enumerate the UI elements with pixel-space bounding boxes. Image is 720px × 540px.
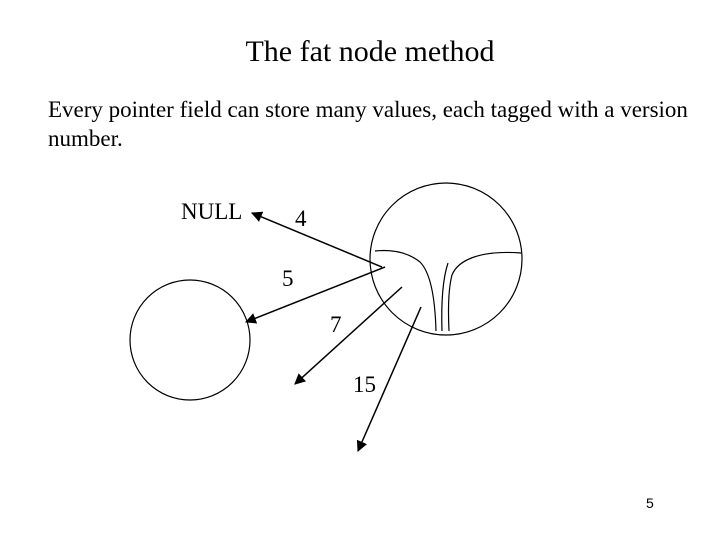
fat-node-circle — [369, 182, 523, 336]
null-label: NULL — [181, 199, 242, 224]
arrow-version-4 — [250, 211, 383, 268]
pointer-field-right-divider — [447, 251, 522, 332]
target-node-circle — [129, 279, 251, 401]
arrow-version-7 — [294, 286, 403, 385]
version-label-7: 7 — [330, 312, 342, 337]
version-label-4: 4 — [295, 206, 307, 231]
page-number: 5 — [646, 495, 654, 511]
slide-body-text: Every pointer field can store many value… — [48, 97, 688, 151]
pointer-field-left-divider — [374, 249, 437, 332]
slide-title: The fat node method — [245, 35, 495, 68]
version-label-5: 5 — [282, 266, 294, 291]
arrow-version-15 — [356, 306, 422, 453]
pointer-field-inner-line — [441, 262, 449, 332]
version-label-15: 15 — [353, 372, 376, 397]
arrow-version-5 — [244, 266, 386, 324]
